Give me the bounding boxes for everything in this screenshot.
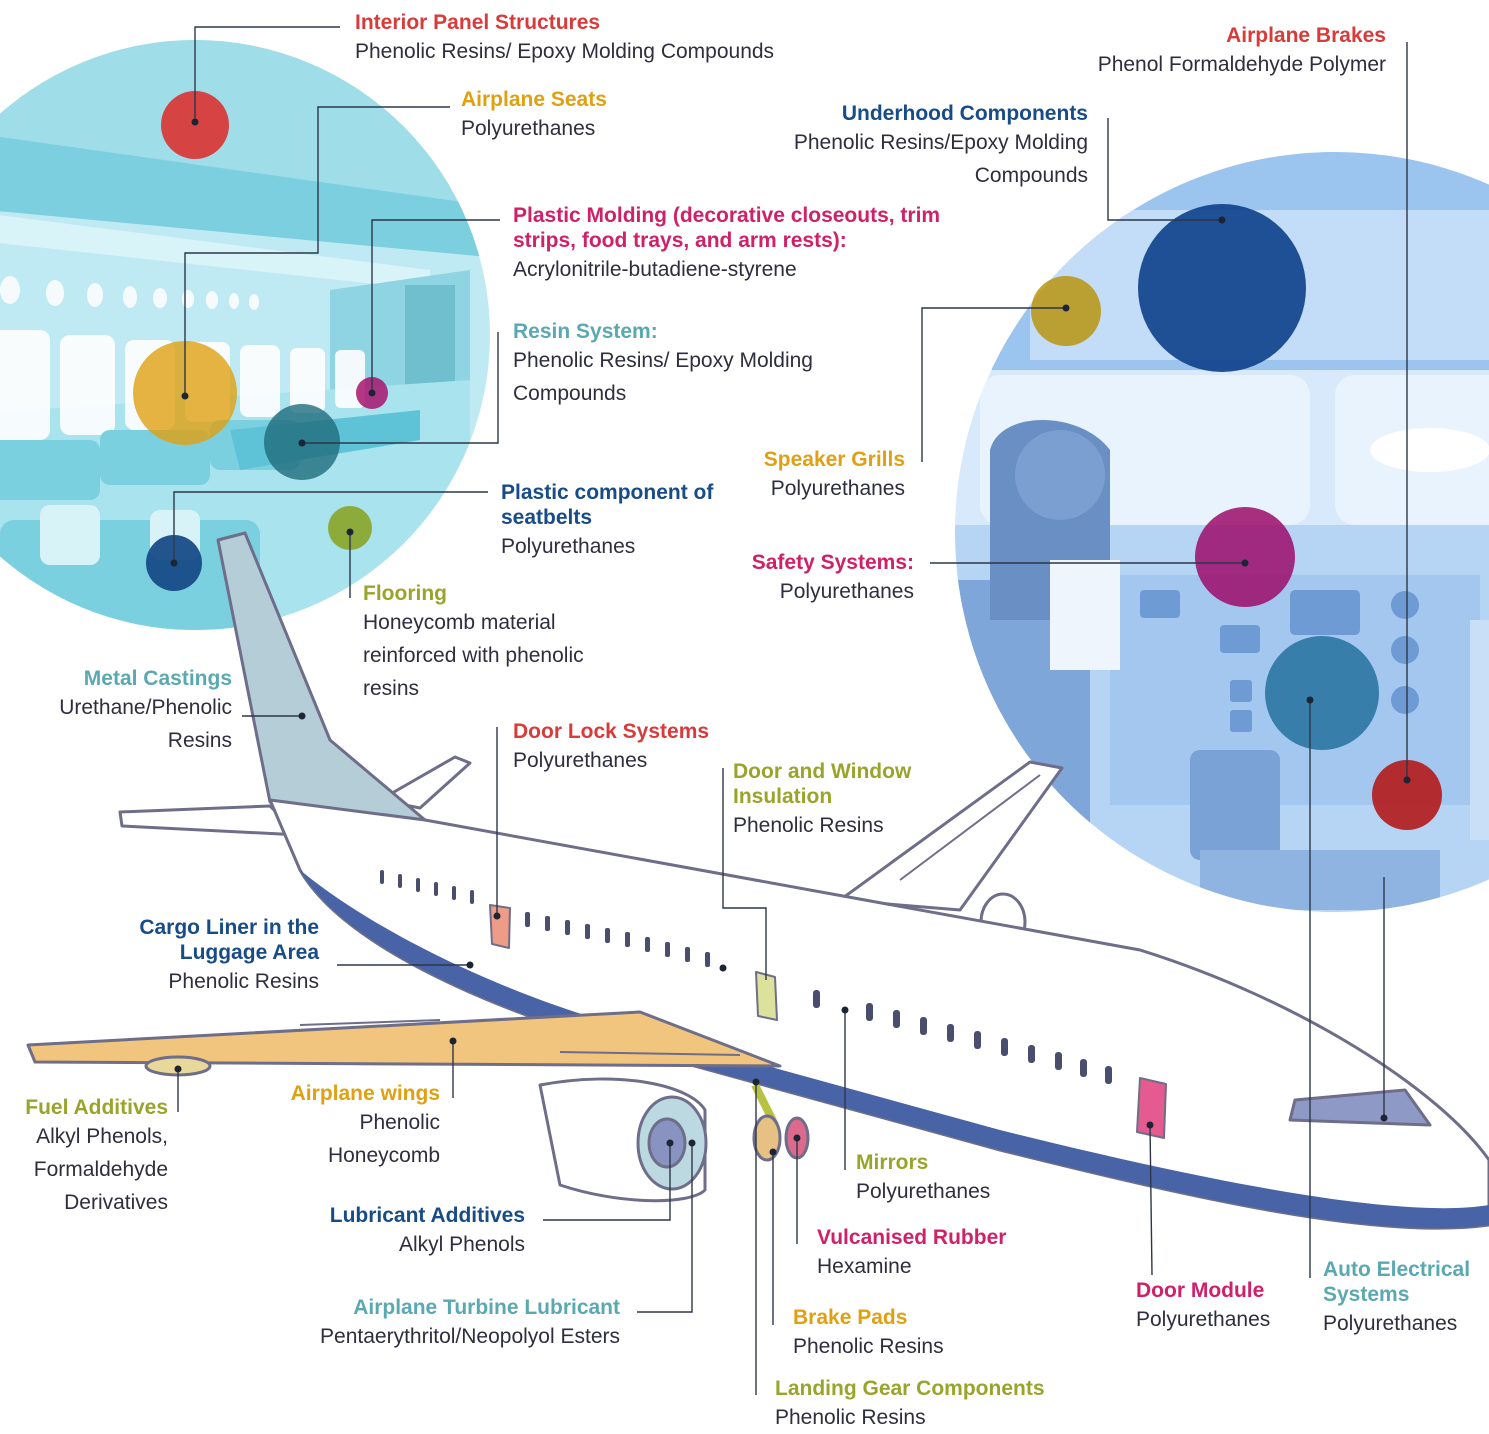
label-title: Airplane Turbine Lubricant <box>353 1296 620 1319</box>
label-title: Resin System: <box>513 320 658 343</box>
auto-electrical-marker <box>1265 636 1379 750</box>
label-plastic-molding: Plastic Molding (decorative closeouts, t… <box>513 203 953 286</box>
label-title: Lubricant Additives <box>329 1204 525 1227</box>
label-desc: Urethane/Phenolic Resins <box>59 696 232 752</box>
label-underhood: Underhood Components Phenolic Resins/Epo… <box>740 101 1088 192</box>
label-door-module: Door Module Polyurethanes <box>1136 1278 1306 1336</box>
label-cargo-liner: Cargo Liner in the Luggage Area Phenolic… <box>100 915 319 998</box>
label-desc: Phenolic Honeycomb <box>327 1111 440 1167</box>
label-title: Mirrors <box>856 1151 929 1174</box>
label-title: Metal Castings <box>83 667 232 690</box>
label-door-window: Door and Window Insulation Phenolic Resi… <box>733 759 948 842</box>
label-desc: Polyurethanes <box>461 117 596 140</box>
label-fuel-additives: Fuel Additives Alkyl Phenols, Formaldehy… <box>0 1095 168 1219</box>
label-landing-gear: Landing Gear Components Phenolic Resins <box>775 1376 1095 1434</box>
label-title: Airplane Seats <box>461 88 607 111</box>
label-desc: Polyurethanes <box>779 580 914 603</box>
cabin-interior-illustration <box>0 40 490 630</box>
label-title: Auto Electrical Systems <box>1323 1258 1471 1306</box>
label-auto-electrical: Auto Electrical Systems Polyurethanes <box>1323 1257 1489 1340</box>
airplane-brakes-marker <box>1372 760 1442 830</box>
label-desc: Phenolic Resins <box>793 1335 944 1358</box>
label-airplane-wings: Airplane wings Phenolic Honeycomb <box>260 1081 440 1172</box>
label-title: Landing Gear Components <box>775 1377 1045 1400</box>
label-desc: Alkyl Phenols <box>398 1233 525 1256</box>
label-safety-systems: Safety Systems: Polyurethanes <box>700 550 914 608</box>
label-title: Brake Pads <box>793 1306 908 1329</box>
label-title: Speaker Grills <box>763 448 905 471</box>
label-turbine-lubricant: Airplane Turbine Lubricant Pentaerythrit… <box>255 1295 620 1353</box>
flooring-marker <box>328 506 372 550</box>
label-airplane-brakes: Airplane Brakes Phenol Formaldehyde Poly… <box>1030 23 1386 81</box>
label-title: Door Module <box>1136 1279 1265 1302</box>
label-desc: Pentaerythritol/Neopolyol Esters <box>320 1325 620 1348</box>
label-desc: Honeycomb material reinforced with pheno… <box>363 611 584 700</box>
label-airplane-seats: Airplane Seats Polyurethanes <box>461 87 721 145</box>
fuselage-windows <box>380 870 1112 1084</box>
label-title: Door and Window Insulation <box>733 760 912 808</box>
label-title: Cargo Liner in the Luggage Area <box>139 916 319 964</box>
label-desc: Phenolic Resins/ Epoxy Molding Compounds <box>355 40 775 63</box>
label-door-lock: Door Lock Systems Polyurethanes <box>513 719 753 777</box>
underhood-marker <box>1138 204 1306 372</box>
label-title: Plastic component of seatbelts <box>501 481 714 529</box>
label-desc: Polyurethanes <box>1323 1312 1458 1335</box>
label-desc: Polyurethanes <box>770 477 905 500</box>
label-lubricant-additives: Lubricant Additives Alkyl Phenols <box>285 1203 525 1261</box>
label-title: Fuel Additives <box>25 1096 168 1119</box>
safety-systems-marker <box>1195 507 1295 607</box>
label-desc: Acrylonitrile-butadiene-styrene <box>513 258 797 281</box>
label-flooring: Flooring Honeycomb material reinforced w… <box>363 581 598 705</box>
label-brake-pads: Brake Pads Phenolic Resins <box>793 1305 993 1363</box>
label-seatbelts: Plastic component of seatbelts Polyureth… <box>501 480 731 563</box>
label-desc: Phenol Formaldehyde Polymer <box>1097 53 1386 76</box>
label-title: Door Lock Systems <box>513 720 710 743</box>
label-title: Airplane wings <box>290 1082 440 1105</box>
label-speaker-grills: Speaker Grills Polyurethanes <box>700 447 905 505</box>
label-vulcanised-rubber: Vulcanised Rubber Hexamine <box>817 1225 1057 1283</box>
label-title: Underhood Components <box>841 102 1088 125</box>
label-desc: Polyurethanes <box>856 1180 991 1203</box>
label-title: Interior Panel Structures <box>355 11 601 34</box>
label-desc: Polyurethanes <box>1136 1308 1271 1331</box>
label-desc: Phenolic Resins <box>168 970 319 993</box>
label-desc: Phenolic Resins/Epoxy Molding Compounds <box>793 131 1088 187</box>
leader-dots <box>170 118 1411 1156</box>
label-interior-panel: Interior Panel Structures Phenolic Resin… <box>355 10 875 68</box>
label-title: Safety Systems: <box>751 551 914 574</box>
label-desc: Polyurethanes <box>501 535 636 558</box>
label-title: Plastic Molding (decorative closeouts, t… <box>513 204 941 252</box>
label-desc: Phenolic Resins <box>775 1406 926 1429</box>
label-desc: Phenolic Resins <box>733 814 884 837</box>
leader-lines <box>173 26 1408 1395</box>
label-title: Flooring <box>363 582 447 605</box>
label-resin-system: Resin System: Phenolic Resins/ Epoxy Mol… <box>513 319 823 410</box>
label-desc: Phenolic Resins/ Epoxy Molding Compounds <box>513 349 813 405</box>
label-desc: Hexamine <box>817 1255 912 1278</box>
label-desc: Polyurethanes <box>513 749 648 772</box>
airplane-illustration <box>26 531 1489 1230</box>
label-metal-castings: Metal Castings Urethane/Phenolic Resins <box>10 666 232 757</box>
label-title: Vulcanised Rubber <box>817 1226 1007 1249</box>
label-desc: Alkyl Phenols, Formaldehyde Derivatives <box>33 1125 168 1214</box>
label-title: Airplane Brakes <box>1226 24 1386 47</box>
label-mirrors: Mirrors Polyurethanes <box>856 1150 1056 1208</box>
